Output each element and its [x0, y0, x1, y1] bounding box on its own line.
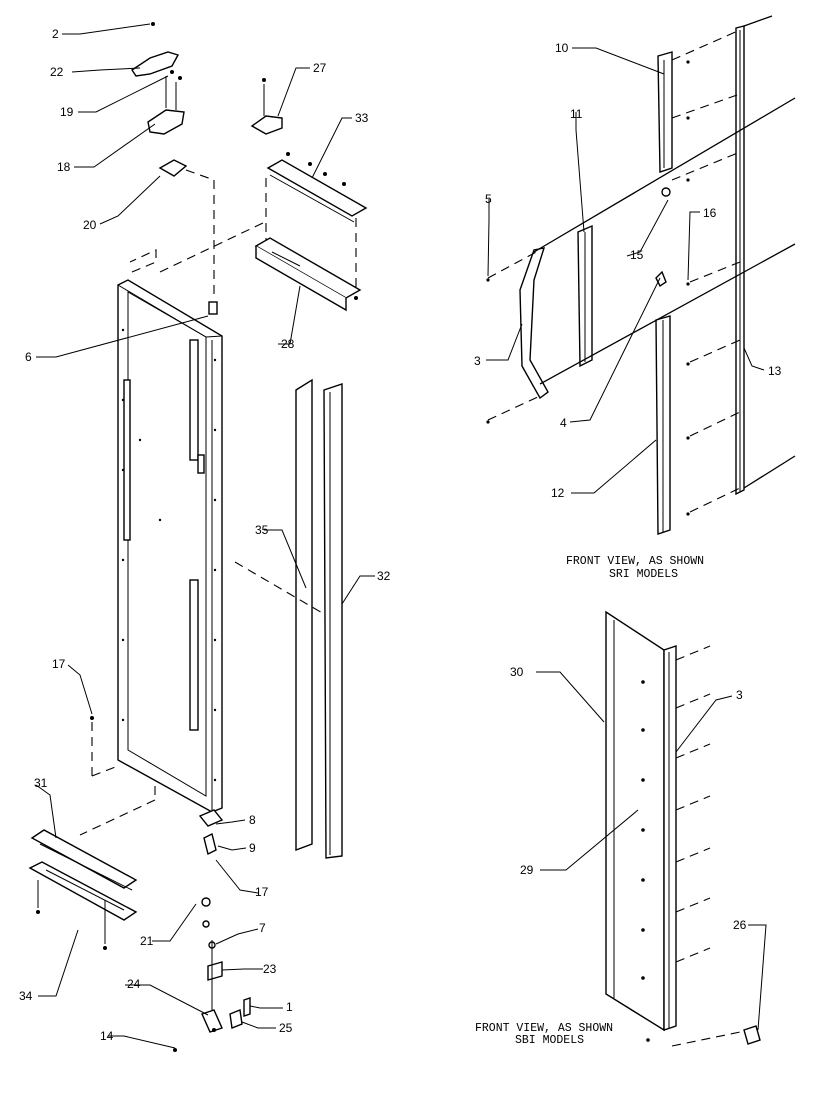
sbi-front-view [605, 610, 761, 1047]
leader-lines-left [35, 23, 375, 1049]
callout-6: 6 [25, 350, 32, 364]
bottom-brackets [28, 786, 251, 1052]
callout-1: 1 [286, 1000, 293, 1014]
callout-2: 2 [52, 27, 59, 41]
callout-19: 19 [60, 105, 74, 119]
caption-sbi-line2: SBI MODELS [515, 1034, 584, 1047]
callout-17a: 17 [52, 657, 66, 671]
callout-27: 27 [313, 61, 327, 75]
callout-33: 33 [355, 111, 369, 125]
callout-14: 14 [100, 1029, 114, 1043]
callout-7: 7 [259, 921, 266, 935]
callout-15: 15 [630, 248, 644, 262]
callout-22: 22 [50, 65, 64, 79]
callout-3a: 3 [474, 354, 481, 368]
callout-35: 35 [255, 523, 269, 537]
callout-24: 24 [127, 977, 141, 991]
callout-11: 11 [570, 107, 583, 121]
callout-26: 26 [733, 918, 747, 932]
callout-10: 10 [555, 41, 569, 55]
callout-23: 23 [263, 962, 277, 976]
door-gaskets [234, 378, 343, 859]
top-brackets [250, 78, 368, 312]
callout-8: 8 [249, 813, 256, 827]
caption-sri-line1: FRONT VIEW, AS SHOWN [566, 555, 704, 568]
top-hinge-assembly [131, 22, 215, 300]
callout-labels: 2 22 19 18 20 6 17 31 34 21 24 14 8 9 17… [19, 27, 782, 1043]
caption-sri-line2: SRI MODELS [609, 568, 678, 581]
callout-20: 20 [83, 218, 97, 232]
callout-28: 28 [281, 337, 295, 351]
sri-front-view [486, 15, 796, 535]
callout-25: 25 [279, 1021, 293, 1035]
door-frame [90, 221, 266, 813]
caption-sbi-line1: FRONT VIEW, AS SHOWN [475, 1022, 613, 1035]
callout-4: 4 [560, 416, 567, 430]
callout-3b: 3 [736, 688, 743, 702]
callout-9: 9 [249, 841, 256, 855]
callout-21: 21 [140, 934, 154, 948]
callout-30: 30 [510, 665, 524, 679]
callout-31: 31 [34, 776, 48, 790]
callout-17b: 17 [255, 885, 269, 899]
callout-34: 34 [19, 989, 33, 1003]
callout-29: 29 [520, 863, 534, 877]
callout-13: 13 [768, 364, 782, 378]
callout-32: 32 [377, 569, 391, 583]
callout-16: 16 [703, 206, 717, 220]
leader-lines-right-bottom [536, 671, 767, 1031]
callout-18: 18 [57, 160, 71, 174]
leader-lines-right-top [486, 47, 765, 494]
callout-5: 5 [485, 192, 492, 206]
callout-12: 12 [551, 486, 565, 500]
view-captions: FRONT VIEW, AS SHOWN SRI MODELS FRONT VI… [475, 555, 704, 1047]
